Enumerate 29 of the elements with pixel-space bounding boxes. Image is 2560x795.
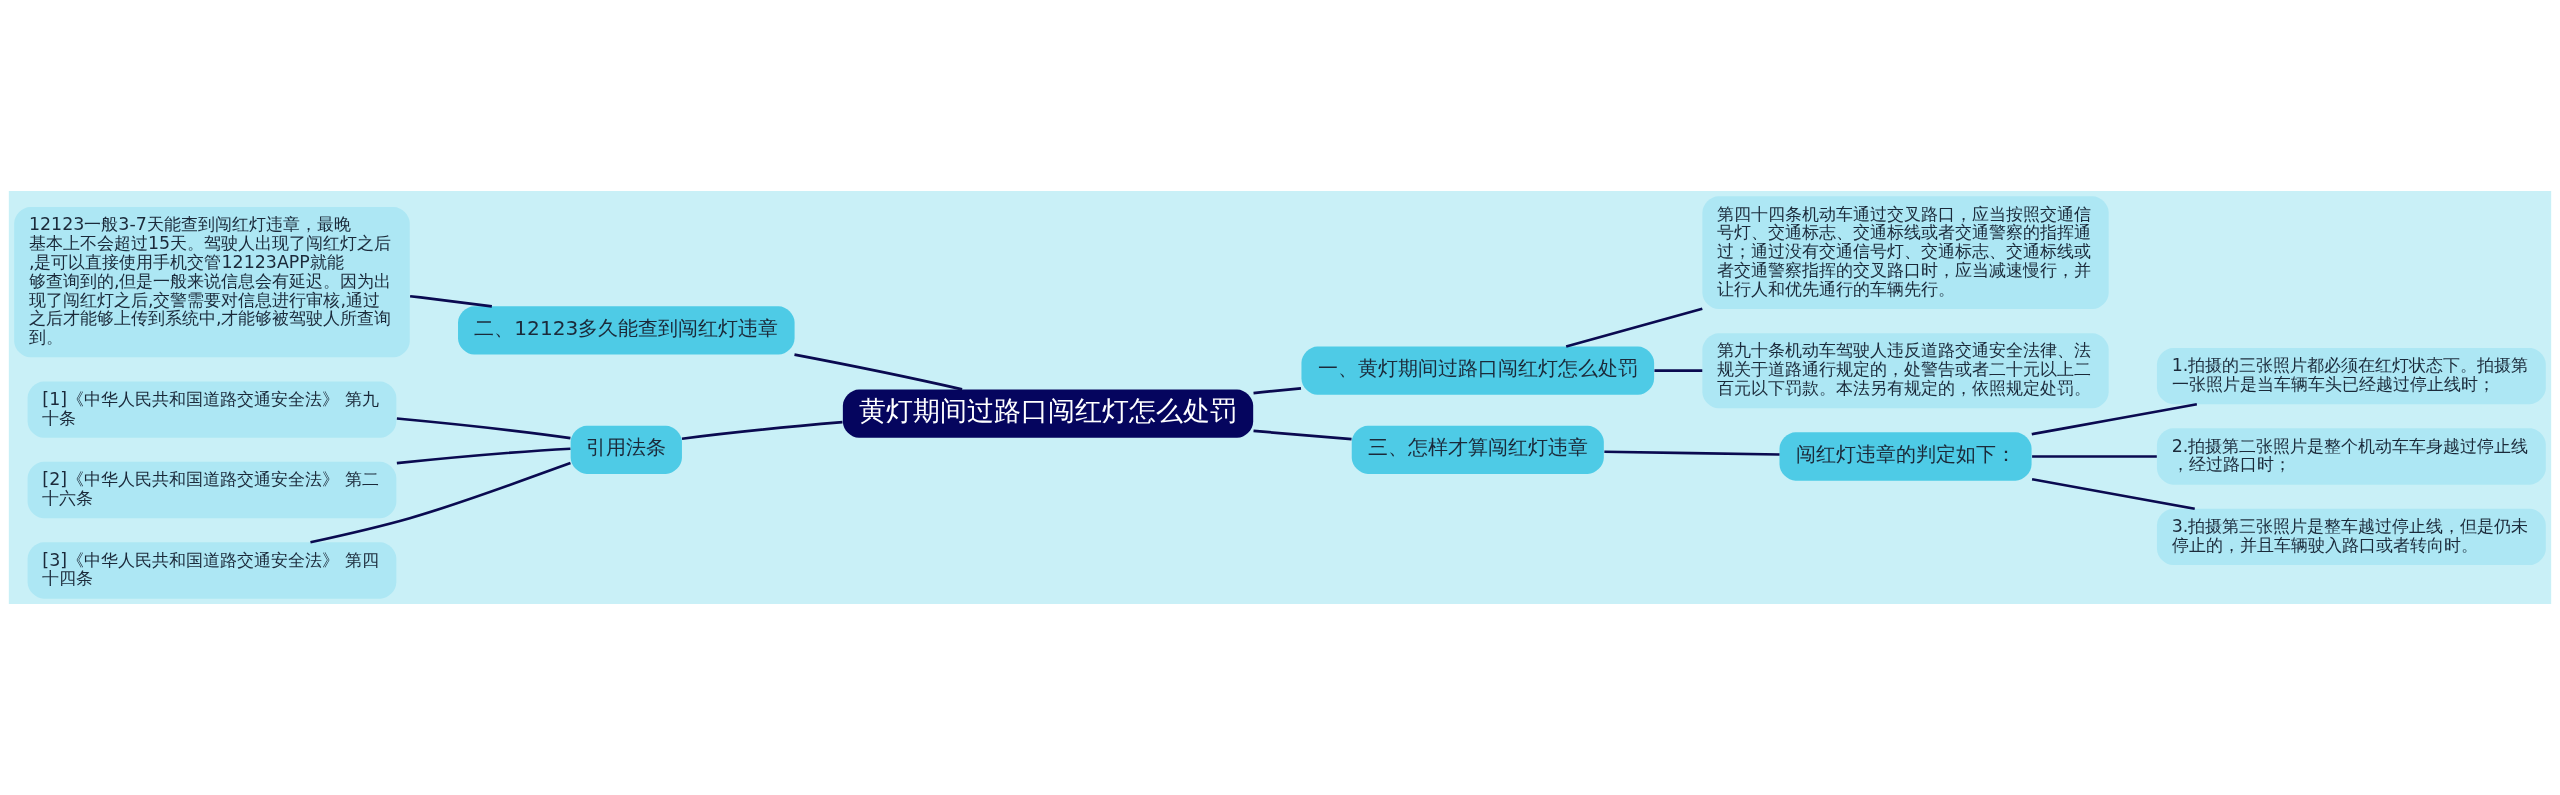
connector [396,417,571,440]
connector [2032,455,2157,458]
connector [396,447,571,465]
node-box: 12123一般3-7天能查到闯红灯违章，最晚基本上不会超过15天。驾驶人出现了闯红灯之后,是可以直接使用手机交管12123APP就能够查询到的,但是一般来说信息会有延迟。因为出现了闯红灯之后,交警需要对信息进行审核,通过之后才能够上传到系统中,才能够被驾驶人所查询到。 [14,207,410,358]
connector [794,353,963,391]
node-box: [3]《中华人民共和国道路交通安全法》 第四十四条 [27,542,397,599]
connector [1253,429,1352,441]
node-box: 三、怎样才算闯红灯违章 [1351,425,1604,474]
connector [1253,386,1302,395]
node-box: 黄灯期间过路口闯红灯怎么处罚 [842,389,1254,438]
node-box: 1.拍摄的三张照片都必须在红灯状态下。拍摄第一张照片是当车辆车头已经越过停止线时； [2156,347,2546,405]
node-box: [2]《中华人民共和国道路交通安全法》 第二十六条 [27,461,397,519]
node-box: [1]《中华人民共和国道路交通安全法》 第九十条 [27,381,397,438]
node-box: 3.拍摄第三张照片是整车越过停止线，但是仍未停止的，并且车辆驶入路口或者转向时。 [2156,508,2546,566]
connector [2031,477,2195,511]
connector [681,420,843,441]
connector [2031,402,2198,436]
node-box: 二、12123多久能查到闯红灯违章 [458,306,795,355]
connector [409,294,492,308]
node-box: 第九十条机动车驾驶人违反道路交通安全法律、法规关于道路通行规定的，处警告或者二十元以上二百元以下罚款。本法另有规定的，依照规定处罚。 [1702,333,2109,409]
node-box: 一、黄灯期间过路口闯红灯怎么处罚 [1301,346,1655,395]
node-box: 2.拍摄第二张照片是整个机动车车身越过停止线，经过路口时； [2156,428,2546,485]
connector [1604,450,1780,456]
node-box: 闯红灯违章的判定如下： [1779,432,2032,481]
node-box: 第四十四条机动车通过交叉路口，应当按照交通信号灯、交通标志、交通标线或者交通警察的指挥通过；通过没有交通信号灯、交通标志、交通标线或者交通警察指挥的交叉路口时，应当减速慢行，并让行人和优先通行的车辆先行。 [1702,196,2109,309]
connector [1565,307,1703,348]
node-box: 引用法条 [570,425,682,474]
connector [1654,369,1703,372]
connector [310,461,571,544]
